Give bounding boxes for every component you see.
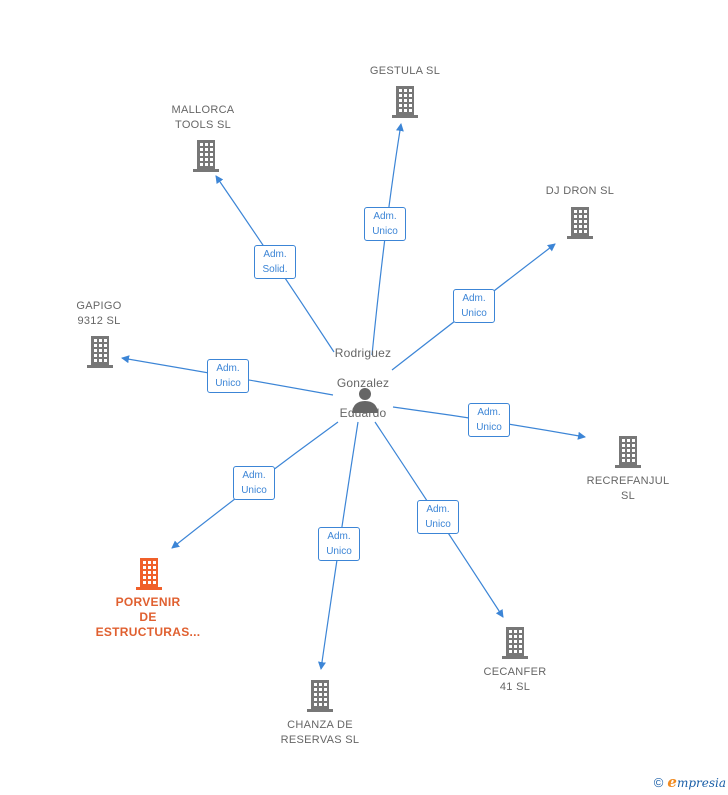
edge-label-chanza[interactable]: Adm. Unico — [318, 527, 360, 561]
center-person-label: Rodriguez Gonzalez Eduardo — [318, 331, 408, 421]
company-label-recrefanjul[interactable]: RECREFANJUL SL — [586, 475, 670, 502]
edge-label-recrefanjul[interactable]: Adm. Unico — [468, 403, 510, 437]
edge-label-line-1: Adm. — [216, 363, 240, 374]
empresia-logo[interactable]: empresia — [667, 773, 726, 791]
edge-label-porvenir[interactable]: Adm. Unico — [233, 466, 275, 500]
center-name-line-1: Rodriguez — [334, 346, 392, 360]
company-label-gestula[interactable]: GESTULA SL — [369, 65, 441, 77]
center-name-line-2: Gonzalez — [336, 376, 390, 390]
edge-label-line-1: Adm. — [327, 531, 351, 542]
company-label-mallorca[interactable]: MALLORCA TOOLS SL — [171, 104, 235, 131]
edge-label-line-1: Adm. — [462, 293, 486, 304]
edge-label-line-1: Adm. — [242, 470, 266, 481]
edge-label-gapigo[interactable]: Adm. Unico — [207, 359, 249, 393]
edge-label-line-2: Solid. — [262, 264, 288, 275]
edge-label-line-2: Unico — [215, 378, 241, 389]
edge-label-line-1: Adm. — [426, 504, 450, 515]
building-icon-mallorca[interactable] — [193, 140, 219, 172]
building-icon-gapigo[interactable] — [87, 336, 113, 368]
copyright-footer: © empresia — [654, 773, 726, 791]
edge-label-mallorca[interactable]: Adm. Solid. — [254, 245, 296, 279]
building-icon-recrefanjul[interactable] — [615, 436, 641, 468]
edge-label-line-2: Unico — [326, 546, 352, 557]
edge-label-line-2: Unico — [425, 519, 451, 530]
building-icon-cecanfer[interactable] — [502, 627, 528, 659]
edge-label-cecanfer[interactable]: Adm. Unico — [417, 500, 459, 534]
company-label-chanza[interactable]: CHANZA DE RESERVAS SL — [280, 719, 360, 746]
company-label-cecanfer[interactable]: CECANFER 41 SL — [483, 666, 547, 693]
company-label-gapigo[interactable]: GAPIGO 9312 SL — [76, 300, 122, 327]
edge-label-line-1: Adm. — [373, 211, 397, 222]
copyright-icon: © — [653, 774, 664, 790]
edge-label-line-2: Unico — [372, 226, 398, 237]
edge-label-line-1: Adm. — [477, 407, 501, 418]
center-name-line-3: Eduardo — [339, 406, 387, 420]
building-icon-porvenir[interactable] — [136, 558, 162, 590]
building-icon-gestula[interactable] — [392, 86, 418, 118]
company-label-djdron[interactable]: DJ DRON SL — [545, 185, 615, 197]
company-label-porvenir[interactable]: PORVENIR DE ESTRUCTURAS... — [95, 595, 201, 639]
edge-label-djdron[interactable]: Adm. Unico — [453, 289, 495, 323]
edge-label-line-1: Adm. — [263, 249, 287, 260]
edge-label-gestula[interactable]: Adm. Unico — [364, 207, 406, 241]
person-icon[interactable] — [352, 388, 378, 413]
building-icon-chanza[interactable] — [307, 680, 333, 712]
edge-label-line-2: Unico — [476, 422, 502, 433]
edge-label-line-2: Unico — [241, 485, 267, 496]
edge-label-line-2: Unico — [461, 308, 487, 319]
building-icon-djdron[interactable] — [567, 207, 593, 239]
